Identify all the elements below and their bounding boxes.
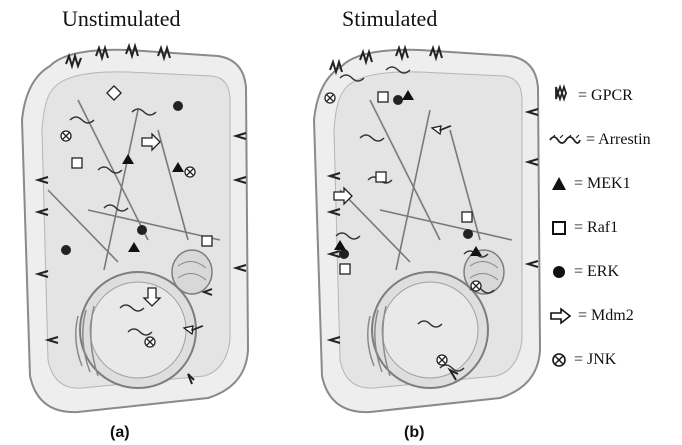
legend-item-jnk: = JNK [548, 348, 616, 372]
legend-label: = GPCR [578, 87, 633, 105]
mitochondrion [172, 250, 212, 294]
legend-label: = ERK [574, 263, 619, 281]
legend-item-erk: = ERK [548, 260, 619, 284]
gpcr-icon [548, 83, 574, 109]
legend-label: = JNK [574, 351, 616, 369]
panel-b-label: (b) [404, 424, 424, 442]
legend-label: = Mdm2 [578, 307, 634, 325]
open-arrow-icon [548, 305, 574, 327]
legend-item-mdm2: = Mdm2 [548, 304, 634, 328]
open-square-icon [548, 217, 570, 239]
cell-unstimulated [8, 40, 258, 422]
legend-label: = MEK1 [574, 175, 631, 193]
arrestin-icon [548, 129, 582, 151]
legend-label: = Arrestin [586, 131, 651, 149]
legend-item-raf1: = Raf1 [548, 216, 618, 240]
panel-a-title: Unstimulated [62, 6, 181, 32]
legend-item-arrestin: = Arrestin [548, 128, 651, 152]
panel-b-title: Stimulated [342, 6, 437, 32]
circled-x-icon [548, 349, 570, 371]
legend-item-mek1: = MEK1 [548, 172, 631, 196]
legend-label: = Raf1 [574, 219, 618, 237]
cell-stimulated [300, 40, 550, 422]
filled-triangle-icon [548, 173, 570, 195]
legend-item-gpcr: = GPCR [548, 84, 633, 108]
filled-circle-icon [548, 261, 570, 283]
panel-a-label: (a) [110, 424, 130, 442]
